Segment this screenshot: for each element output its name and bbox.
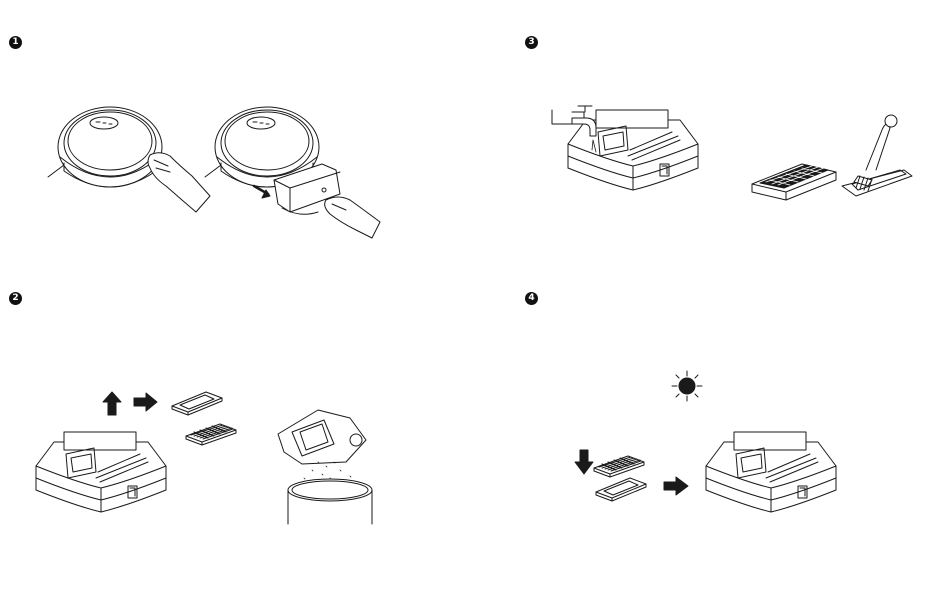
arrow-right-icon — [134, 393, 157, 411]
arrow-down-icon — [575, 450, 593, 474]
step-3-illustration — [552, 106, 912, 200]
step-1-illustration — [48, 107, 380, 238]
step-4-illustration — [575, 371, 836, 512]
step-2-illustration — [36, 392, 372, 524]
arrow-up-icon — [103, 392, 121, 415]
sun-icon — [672, 371, 702, 401]
arrow-right-icon — [664, 477, 688, 495]
